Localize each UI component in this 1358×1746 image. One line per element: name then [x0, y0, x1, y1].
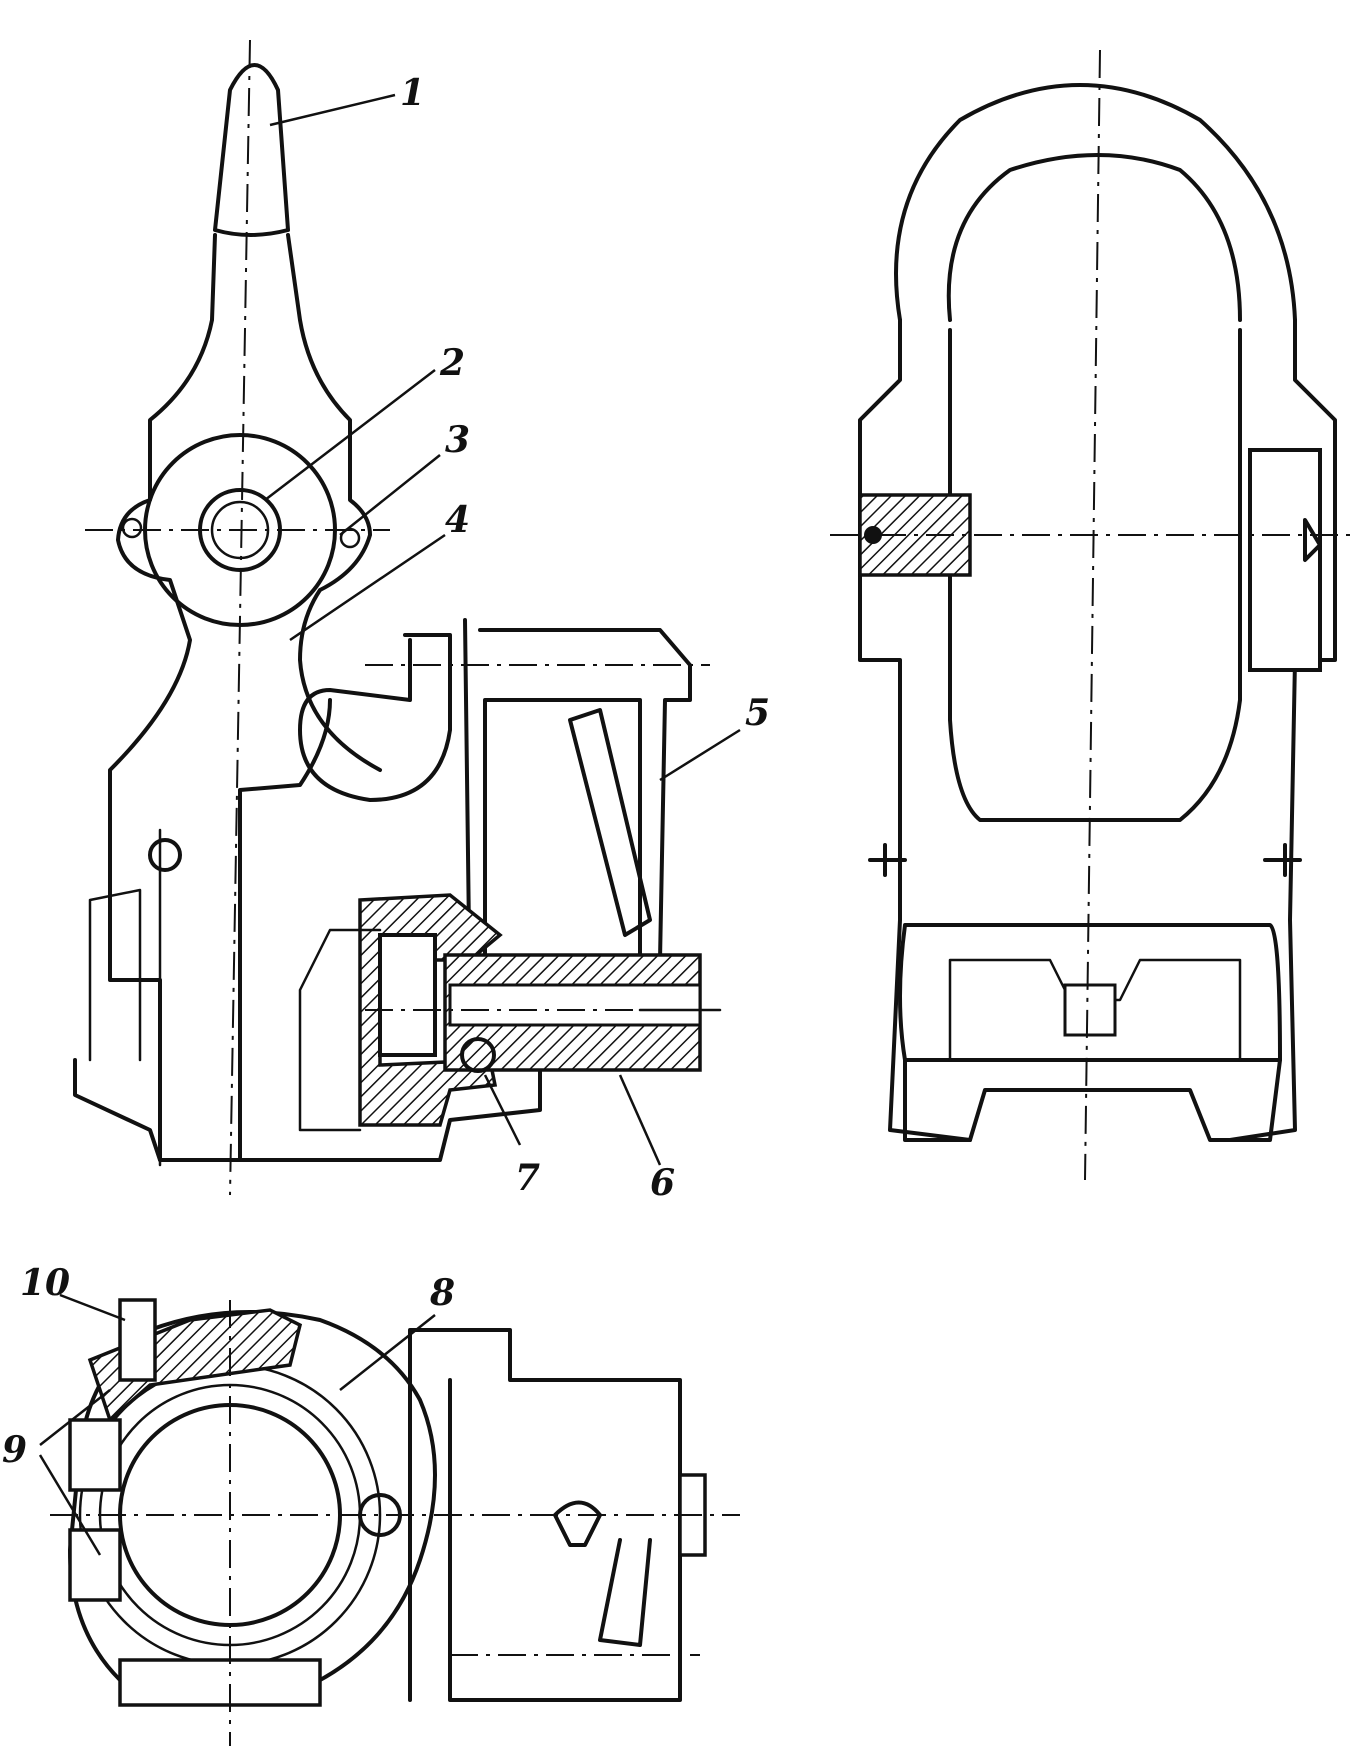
callouts: 1 2 3 4 5 6 7 8 9 10 [2, 72, 770, 1471]
spindle-bore [448, 983, 702, 1027]
label-9: 9 [2, 1429, 27, 1471]
side-bolt-left [868, 843, 907, 877]
side-view [830, 49, 1355, 1181]
plan-foot [118, 1658, 322, 1707]
label-3: 3 [445, 419, 470, 461]
label-1: 1 [400, 72, 425, 114]
pin-nut [148, 838, 182, 872]
loop-handle-outer [894, 83, 1297, 322]
label-5: 5 [745, 692, 770, 734]
leader-lines [38, 93, 741, 1556]
hook [298, 633, 452, 802]
pin-dot-left [864, 526, 882, 544]
gear-block [378, 933, 437, 1057]
label-6: 6 [650, 1162, 675, 1204]
plan-gear-tooth [553, 1500, 602, 1547]
lug-left [121, 517, 143, 539]
plan-hatch-top [87, 1308, 303, 1424]
loop-handle-inner [946, 153, 1242, 322]
label-7: 7 [515, 1157, 540, 1199]
frame-right [1228, 318, 1337, 1142]
base-feet [903, 1058, 1282, 1142]
label-10: 10 [20, 1262, 70, 1304]
plan-strut [598, 1538, 652, 1647]
clamp-left-lower [68, 1528, 122, 1602]
plan-bolt [118, 1298, 157, 1382]
frame-left [858, 318, 972, 1142]
clamp-left-upper [68, 1418, 122, 1492]
bracket-arm [463, 618, 692, 1012]
pin-dot-right [1303, 518, 1322, 562]
pin-block-right [1248, 448, 1322, 672]
bracket-strut [568, 708, 652, 937]
label-2: 2 [439, 342, 465, 384]
handle-tip [213, 63, 290, 237]
base-plate [73, 1058, 542, 1162]
label-8: 8 [429, 1272, 455, 1314]
ball [460, 1037, 496, 1073]
side-bolt-right [1263, 843, 1302, 877]
label-4: 4 [445, 499, 470, 541]
front-view [73, 39, 722, 1196]
lever-body [108, 233, 382, 1162]
yoke-inner [948, 328, 1242, 822]
plan-view [50, 1298, 740, 1746]
